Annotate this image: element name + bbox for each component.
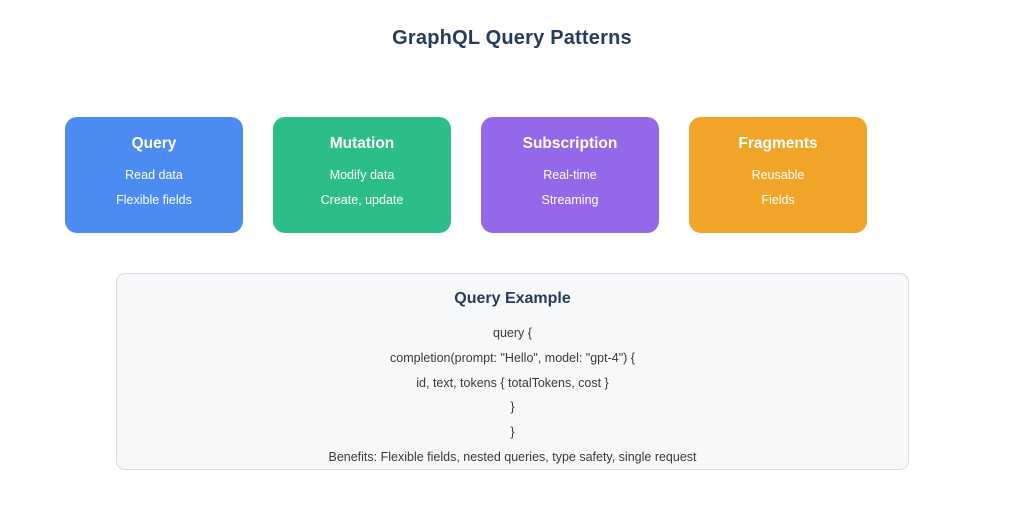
pattern-card-fragments: Fragments Reusable Fields — [689, 117, 867, 233]
card-title: Fragments — [738, 135, 818, 152]
card-line: Real-time — [543, 168, 597, 182]
code-line: } — [510, 400, 515, 415]
pattern-card-subscription: Subscription Real-time Streaming — [481, 117, 659, 233]
card-line: Fields — [761, 193, 795, 207]
card-title: Subscription — [522, 135, 618, 152]
card-line: Flexible fields — [116, 193, 192, 207]
card-line: Reusable — [751, 168, 805, 182]
page-title: GraphQL Query Patterns — [392, 27, 632, 49]
code-line: id, text, tokens { totalTokens, cost } — [416, 375, 609, 390]
pattern-card-query: Query Read data Flexible fields — [65, 117, 243, 233]
pattern-cards-row: Query Read data Flexible fields Mutation… — [65, 117, 867, 233]
pattern-card-mutation: Mutation Modify data Create, update — [273, 117, 451, 233]
card-title: Mutation — [329, 135, 395, 152]
code-line: query { — [493, 326, 532, 341]
card-line: Read data — [125, 168, 183, 182]
card-line: Streaming — [541, 193, 599, 207]
code-line: completion(prompt: "Hello", model: "gpt-… — [390, 351, 635, 366]
card-title: Query — [131, 135, 177, 152]
card-line: Create, update — [320, 193, 404, 207]
query-example-panel: Query Example query { completion(prompt:… — [116, 273, 909, 470]
benefits-line: Benefits: Flexible fields, nested querie… — [328, 449, 697, 464]
example-title: Query Example — [454, 290, 571, 307]
card-line: Modify data — [329, 168, 395, 182]
code-line: } — [510, 425, 515, 440]
